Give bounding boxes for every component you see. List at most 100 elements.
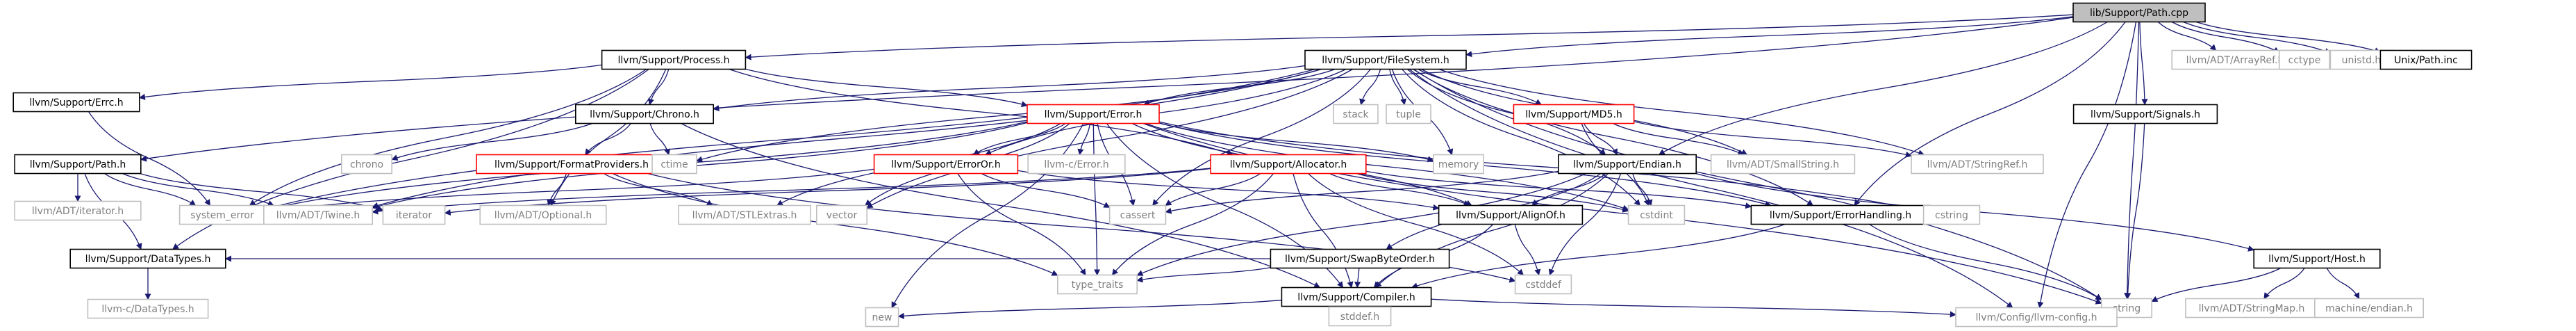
node-llvm-support-signals-h[interactable]: llvm/Support/Signals.h bbox=[2072, 104, 2218, 124]
edge-n2-to-n10 bbox=[1359, 69, 1381, 106]
node-box bbox=[2072, 104, 2218, 124]
node-llvm-support-swapbyteorder-h[interactable]: llvm/Support/SwapByteOrder.h bbox=[1270, 248, 1450, 269]
node-llvm-support-process-h[interactable]: llvm/Support/Process.h bbox=[601, 49, 747, 70]
node-cassert: cassert bbox=[1108, 204, 1167, 225]
edge-n1-to-n9 bbox=[745, 68, 1028, 108]
node-label: llvm/Support/Errc.h bbox=[29, 97, 123, 108]
node-label: llvm/ADT/SmallString.h bbox=[1727, 159, 1839, 170]
node-label: machine/endian.h bbox=[2325, 303, 2413, 314]
node-lib-support-path-cpp: lib/Support/Path.cpp bbox=[2072, 2, 2206, 23]
node-box bbox=[263, 204, 373, 225]
node-box bbox=[865, 307, 899, 328]
node-label: ctime bbox=[660, 159, 688, 170]
edge-n2-to-n17 bbox=[372, 68, 1322, 209]
node-label: cctype bbox=[2288, 55, 2321, 66]
node-llvm-adt-stringref-h: llvm/ADT/StringRef.h bbox=[1911, 154, 2044, 175]
edge-n9-to-n36 bbox=[1158, 121, 1925, 213]
edge-n19-to-n29 bbox=[547, 173, 567, 207]
node-iterator: iterator bbox=[382, 204, 446, 225]
node-label: string bbox=[2113, 303, 2141, 314]
node-machine-endian-h: machine/endian.h bbox=[2314, 298, 2425, 318]
edge-n2-to-n21 bbox=[985, 68, 1347, 156]
node-label: tuple bbox=[1396, 109, 1421, 120]
node-stddef-h: stddef.h bbox=[1328, 306, 1392, 327]
node-llvm-support-compiler-h[interactable]: llvm/Support/Compiler.h bbox=[1281, 286, 1432, 307]
node-label: llvm/Support/SwapByteOrder.h bbox=[1285, 254, 1435, 265]
node-label: Unix/Path.inc bbox=[2394, 55, 2458, 66]
edge-n33-to-n42 bbox=[1514, 224, 1541, 276]
edge-n2-to-n34 bbox=[1402, 69, 1640, 207]
node-label: llvm-c/DataTypes.h bbox=[101, 304, 194, 315]
node-llvm-support-error-h[interactable]: llvm/Support/Error.h bbox=[1027, 104, 1160, 124]
edge-n8-to-n19 bbox=[585, 123, 631, 156]
node-llvm-support-formatproviders-h[interactable]: llvm/Support/FormatProviders.h bbox=[476, 154, 667, 175]
node-box bbox=[2185, 298, 2318, 318]
node-llvm-support-md5-h[interactable]: llvm/Support/MD5.h bbox=[1513, 104, 1635, 124]
node-llvm-support-erroror-h[interactable]: llvm/Support/ErrorOr.h bbox=[873, 154, 1019, 175]
node-llvm-support-filesystem-h[interactable]: llvm/Support/FileSystem.h bbox=[1304, 49, 1467, 70]
edge-n13-to-n43 bbox=[2125, 123, 2145, 300]
edge-n23-to-n32 bbox=[1165, 172, 1261, 207]
edge-n2-to-n16 bbox=[264, 68, 1315, 211]
node-box bbox=[1027, 104, 1160, 124]
node-box bbox=[1438, 204, 1584, 225]
node-llvm-support-host-h[interactable]: llvm/Support/Host.h bbox=[2253, 248, 2381, 269]
edge-n23-to-n35 bbox=[1365, 170, 1752, 209]
node-box bbox=[873, 154, 1019, 175]
node-label: llvm/Support/ErrorHandling.h bbox=[1770, 210, 1911, 221]
edge-n1-to-n16 bbox=[249, 68, 647, 207]
node-box bbox=[479, 204, 607, 225]
node-llvm-support-errc-h[interactable]: llvm/Support/Errc.h bbox=[13, 92, 140, 113]
node-box bbox=[1027, 154, 1126, 175]
node-new: new bbox=[865, 307, 899, 328]
node-label: llvm/Support/FormatProviders.h bbox=[495, 159, 649, 170]
edge-n8-to-n20 bbox=[649, 123, 670, 156]
node-box bbox=[1333, 104, 1379, 124]
node-vector: vector bbox=[816, 204, 868, 225]
node-llvm-support-endian-h[interactable]: llvm/Support/Endian.h bbox=[1558, 154, 1697, 175]
node-box bbox=[340, 154, 392, 175]
node-unix-path-inc[interactable]: Unix/Path.inc bbox=[2379, 49, 2473, 70]
node-box bbox=[1911, 154, 2044, 175]
node-llvm-support-datatypes-h[interactable]: llvm/Support/DataTypes.h bbox=[69, 248, 226, 269]
node-llvm-support-allocator-h[interactable]: llvm/Support/Allocator.h bbox=[1210, 154, 1367, 175]
node-label: vector bbox=[826, 210, 858, 221]
node-label: llvm/ADT/STLExtras.h bbox=[692, 210, 797, 221]
edges-layer bbox=[74, 14, 2382, 319]
edge-n14-to-n16 bbox=[104, 172, 197, 207]
node-box bbox=[382, 204, 446, 225]
node-llvm-support-chrono-h[interactable]: llvm/Support/Chrono.h bbox=[574, 104, 714, 124]
edge-n2-to-n8 bbox=[713, 65, 1306, 112]
node-llvm-support-errorhandling-h[interactable]: llvm/Support/ErrorHandling.h bbox=[1750, 204, 1931, 225]
node-box bbox=[1514, 274, 1572, 295]
node-llvm-adt-optional-h: llvm/ADT/Optional.h bbox=[479, 204, 607, 225]
edge-n12-to-n25 bbox=[1583, 123, 1618, 156]
edge-n0-to-n49 bbox=[2037, 22, 2137, 309]
node-box bbox=[651, 154, 697, 175]
node-label: llvm/Support/Process.h bbox=[618, 55, 730, 66]
node-box bbox=[1433, 154, 1485, 175]
edge-n2-to-n11 bbox=[1389, 69, 1407, 106]
nodes-layer: lib/Support/Path.cpp llvm/Support/Process… bbox=[13, 2, 2473, 328]
node-label: llvm/Support/FileSystem.h bbox=[1322, 55, 1449, 66]
node-llvm-adt-iterator-h: llvm/ADT/iterator.h bbox=[14, 200, 142, 221]
edge-n25-to-n32 bbox=[1165, 170, 1559, 214]
edge-n12-to-n26 bbox=[1613, 122, 1745, 156]
node-label: llvm/Support/AlignOf.h bbox=[1456, 210, 1565, 221]
edge-n0-to-n6 bbox=[2195, 21, 2382, 54]
edge-n19-to-n30 bbox=[603, 172, 713, 207]
node-label: llvm/Support/Signals.h bbox=[2091, 109, 2200, 120]
edge-n23-to-n17 bbox=[372, 168, 1211, 215]
node-llvm-adt-stlextras-h: llvm/ADT/STLExtras.h bbox=[678, 204, 811, 225]
node-box bbox=[1281, 286, 1432, 307]
node-llvm-support-alignof-h[interactable]: llvm/Support/AlignOf.h bbox=[1438, 204, 1584, 225]
node-label: memory bbox=[1438, 159, 1479, 170]
edge-n21-to-n32 bbox=[981, 172, 1111, 208]
node-llvm-support-path-h[interactable]: llvm/Support/Path.h bbox=[14, 154, 142, 175]
node-box bbox=[1922, 204, 1981, 225]
edge-n41-to-n49 bbox=[1431, 298, 1956, 318]
node-cstddef: cstddef bbox=[1514, 274, 1572, 295]
node-llvm-adt-stringmap-h: llvm/ADT/StringMap.h bbox=[2185, 298, 2318, 318]
edge-n21-to-n33 bbox=[1017, 170, 1440, 211]
node-llvm-c-datatypes-h: llvm-c/DataTypes.h bbox=[87, 298, 209, 319]
